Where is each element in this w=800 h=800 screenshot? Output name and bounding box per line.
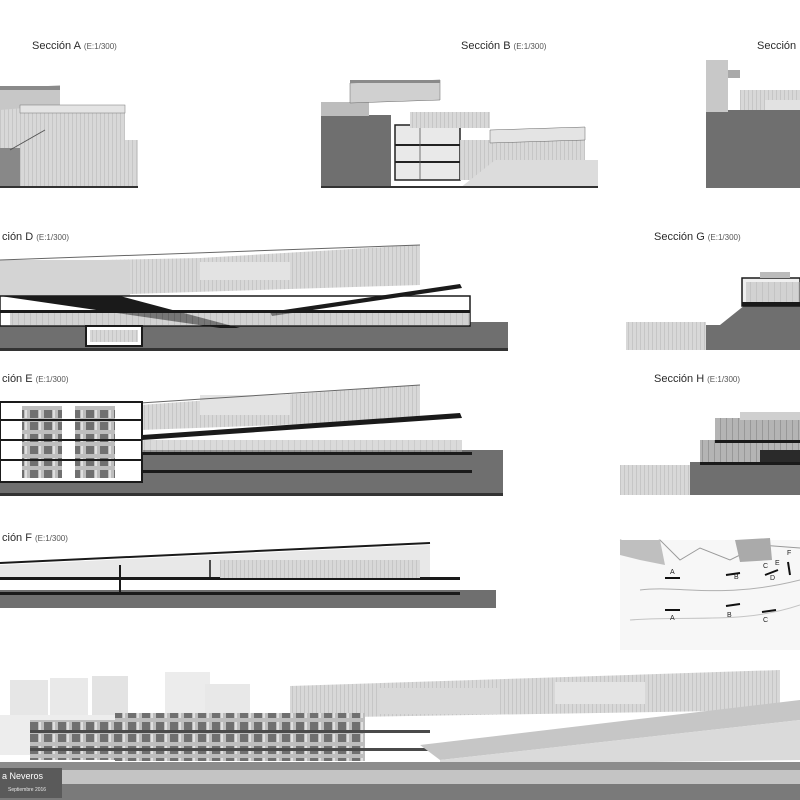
- section-e-label: ción E(E:1/300): [2, 373, 68, 385]
- section-g-title: Sección G: [654, 231, 705, 243]
- section-e-title: ción E: [2, 373, 33, 385]
- section-d-scale: (E:1/300): [36, 233, 70, 242]
- key-letter-c2: C: [763, 617, 768, 624]
- section-b-label: Sección B(E:1/300): [461, 40, 546, 52]
- section-c-title: Sección: [757, 40, 797, 52]
- section-e-scale: (E:1/300): [35, 375, 69, 384]
- key-letter-f: F: [787, 550, 791, 557]
- credit-name: a Neveros: [2, 771, 44, 781]
- section-g-label: Sección G(E:1/300): [654, 231, 741, 243]
- key-letter-a2: A: [670, 615, 675, 622]
- section-d-title: ción D: [2, 231, 34, 243]
- section-h-drawing: [620, 412, 800, 495]
- section-h-label: Sección H(E:1/300): [654, 373, 740, 385]
- key-letter-b2: B: [727, 612, 732, 619]
- section-f-title: ción F: [2, 532, 32, 544]
- section-e-drawing: [0, 384, 503, 496]
- section-a-drawing: [0, 85, 138, 188]
- section-g-scale: (E:1/300): [707, 233, 741, 242]
- section-b-title: Sección B: [461, 40, 511, 52]
- section-f-drawing: [0, 542, 496, 608]
- section-b-scale: (E:1/300): [513, 42, 547, 51]
- section-d-label: ción D(E:1/300): [2, 231, 69, 243]
- key-letter-a1: A: [670, 569, 675, 576]
- key-letter-b1: B: [734, 574, 739, 581]
- section-a-title: Sección A: [32, 40, 81, 52]
- section-c-drawing: [706, 60, 800, 188]
- section-f-scale: (E:1/300): [34, 534, 68, 543]
- main-elevation: [0, 670, 800, 800]
- section-d-drawing: [0, 244, 508, 351]
- section-a-label: Sección A(E:1/300): [32, 40, 117, 52]
- section-c-label: Sección: [757, 40, 799, 52]
- section-f-label: ción F(E:1/300): [2, 532, 68, 544]
- key-letter-c1: C: [763, 563, 768, 570]
- section-h-title: Sección H: [654, 373, 705, 385]
- credit-date: Septiembre 2016: [8, 787, 47, 793]
- section-h-scale: (E:1/300): [707, 375, 741, 384]
- key-letter-e: E: [775, 560, 780, 567]
- key-plan: A A B B C C E D F: [619, 538, 800, 650]
- key-letter-d: D: [770, 575, 775, 582]
- section-g-drawing: [626, 272, 800, 350]
- section-b-drawing: [321, 79, 598, 188]
- section-a-scale: (E:1/300): [83, 42, 117, 51]
